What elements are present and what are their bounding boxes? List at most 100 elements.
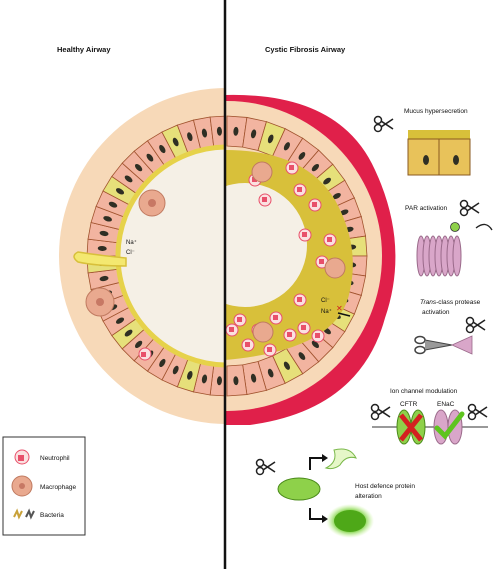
cf-na-label: Na⁺ <box>321 308 332 315</box>
macrophage <box>251 161 273 183</box>
cf-inflammatory-cells <box>225 161 346 357</box>
cell-nucleus <box>124 175 133 183</box>
cell-nucleus <box>99 230 109 237</box>
cell-nucleus <box>216 376 222 386</box>
par-activation-panel: PAR activation <box>405 199 493 278</box>
cell-nucleus <box>172 365 179 375</box>
neutrophil <box>283 328 297 342</box>
scissors-icon <box>465 316 486 334</box>
neutrophil <box>225 323 239 337</box>
par-coil <box>452 235 462 277</box>
cell-nucleus <box>134 340 143 349</box>
cell-nucleus <box>267 368 274 378</box>
cell-nucleus <box>115 317 125 324</box>
cf-cl-label: Cl⁻ <box>321 298 330 304</box>
scissors-icon <box>459 199 480 217</box>
cell-nucleus <box>159 144 166 154</box>
healthy-airway <box>59 88 225 424</box>
scissors-icon <box>255 458 276 476</box>
cell-nucleus <box>99 275 109 282</box>
legend-neutrophil-label: Neutrophil <box>40 455 70 462</box>
cell-nucleus <box>283 361 290 370</box>
ion-channel-label: Ion channel modulation <box>390 388 458 395</box>
neutrophil <box>308 198 322 212</box>
cell-nucleus <box>216 126 222 136</box>
cftr-label: CFTR <box>400 401 418 408</box>
cell-nucleus <box>298 352 306 360</box>
neutrophil <box>297 321 311 335</box>
check-icon <box>434 411 465 440</box>
neutrophil <box>269 311 283 325</box>
cell-nucleus <box>250 129 257 139</box>
cell-nucleus <box>97 245 107 251</box>
legend-macrophage-icon <box>11 475 33 497</box>
legend-bacteria-icon <box>13 508 35 520</box>
trans-label-line2: activation <box>422 309 450 316</box>
neutrophil <box>138 347 152 361</box>
cf-airway <box>225 94 396 425</box>
cell-nucleus <box>103 216 113 222</box>
macrophage <box>324 257 346 279</box>
neutrophil <box>323 233 337 247</box>
cell-nucleus <box>187 132 193 142</box>
neutrophil <box>298 228 312 242</box>
enac-channel-icon <box>433 409 465 445</box>
scissors-icon <box>370 403 391 421</box>
legend-macrophage-label: Macrophage <box>40 484 77 491</box>
cell-nucleus <box>298 152 306 160</box>
healthy-na-label: Na⁺ <box>126 239 137 246</box>
neutrophil <box>311 329 325 343</box>
macrophage <box>85 287 115 317</box>
host-defence-panel: Host defence protein alteration <box>255 448 415 538</box>
neutrophil <box>293 293 307 307</box>
neutrophil <box>293 183 307 197</box>
cell-nucleus <box>146 153 154 162</box>
cell-nucleus <box>339 209 349 216</box>
trans-protease-panel: Trans-class protease activation <box>414 299 486 355</box>
par-label: PAR activation <box>405 205 448 212</box>
cell-nucleus <box>201 128 208 138</box>
cell-nucleus <box>134 163 143 172</box>
trans-label: Trans-class protease <box>420 299 481 306</box>
legend-bacteria-label: Bacteria <box>40 512 64 519</box>
cell-nucleus <box>283 142 290 151</box>
cf-title: Cystic Fibrosis Airway <box>265 45 346 54</box>
cftr-channel-icon <box>396 409 426 445</box>
cell-nucleus <box>172 137 179 147</box>
cell-nucleus <box>323 177 331 185</box>
arrow-icon <box>309 508 322 520</box>
arrow-icon <box>309 457 322 470</box>
cf-lumen <box>225 183 307 307</box>
ion-channel-panel: Ion channel modulation CFTR ENaC <box>370 388 488 445</box>
ion-arrow <box>337 312 351 317</box>
mucus-hypersecretion-panel: Mucus hypersecretion <box>373 108 471 176</box>
cell-nucleus <box>250 373 257 383</box>
cell-nucleus <box>108 201 118 208</box>
cell-nucleus <box>159 358 166 368</box>
legend-neutrophil-icon <box>14 449 30 465</box>
neutrophil <box>258 193 272 207</box>
cell-nucleus <box>233 376 239 386</box>
cleaved-protein-icon <box>324 448 357 470</box>
par-receptor-icon <box>412 222 468 278</box>
neutrophil <box>263 343 277 357</box>
macrophage <box>252 321 274 343</box>
cell-nucleus <box>311 340 320 349</box>
host-protein-icon <box>277 477 321 501</box>
scissors-icon <box>373 115 394 133</box>
cell-nucleus <box>201 374 208 384</box>
submucosal-gland <box>73 251 127 267</box>
cell-nucleus <box>115 188 125 195</box>
scissors-protease-icon <box>414 335 473 355</box>
neutrophil <box>233 313 247 327</box>
neutrophil <box>241 338 255 352</box>
host-label: Host defence protein <box>355 483 415 490</box>
neutrophil <box>285 161 299 175</box>
mucus-label: Mucus hypersecretion <box>404 108 468 115</box>
scissors-icon <box>467 403 488 421</box>
cell-nucleus <box>311 163 320 172</box>
host-label-line2: alteration <box>355 493 382 500</box>
ion-block-mark: ✕ <box>336 304 343 313</box>
legend: Neutrophil Macrophage Bacteria <box>2 436 86 536</box>
